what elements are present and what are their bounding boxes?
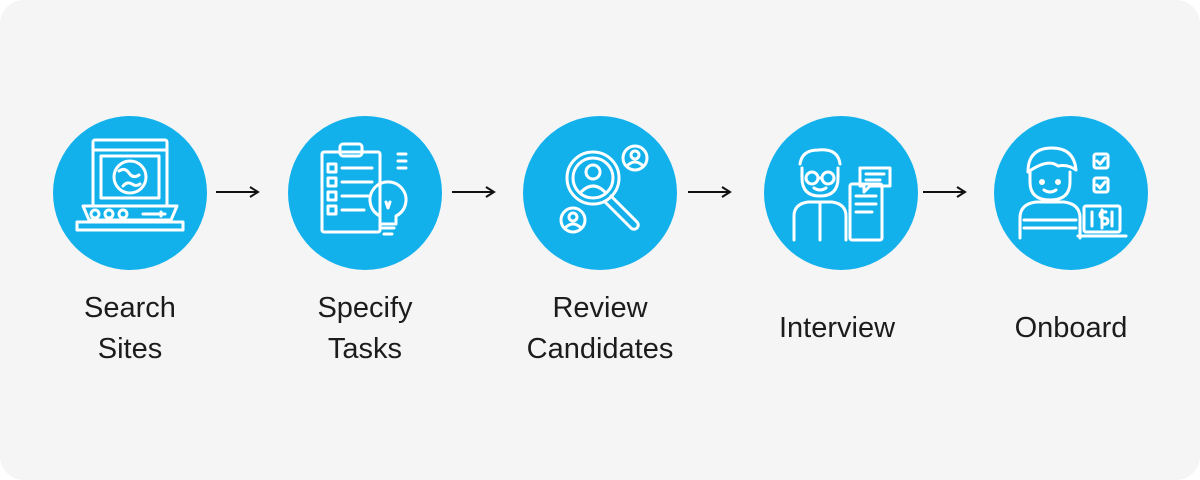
arrow-2: [452, 185, 496, 199]
step-3-circle: [523, 116, 677, 270]
step-2-circle: [288, 116, 442, 270]
step-4-label: Interview: [778, 312, 896, 344]
arrow-4: [923, 185, 967, 199]
magnifier-people-icon: [559, 144, 649, 234]
arrow-3: [688, 185, 732, 199]
step-1-label: Search Sites: [84, 292, 176, 365]
step-3-label: Review Candidates: [526, 292, 674, 365]
step-2-label: Specify Tasks: [317, 292, 413, 365]
step-5-circle: [994, 116, 1148, 270]
person-chat-icon: [792, 148, 892, 242]
step-5-label: Onboard: [1014, 312, 1128, 344]
person-checklist-laptop-icon: [1018, 146, 1128, 240]
step-4-circle: [764, 116, 918, 270]
arrow-1: [216, 185, 260, 199]
laptop-globe-icon: [75, 138, 185, 232]
clipboard-lightbulb-icon: [320, 142, 408, 236]
step-1-circle: [53, 116, 207, 270]
